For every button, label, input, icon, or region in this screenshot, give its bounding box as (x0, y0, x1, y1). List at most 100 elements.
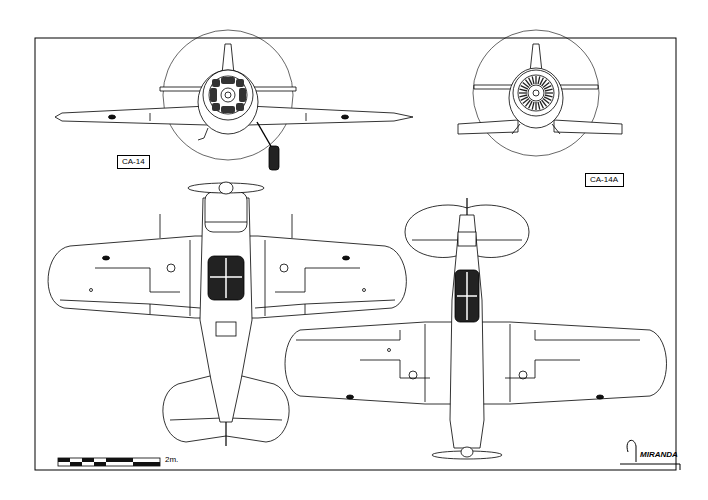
sheet-frame (35, 38, 676, 470)
plan-view-ca14-part (216, 322, 236, 336)
plan-view-ca14a-part (347, 395, 354, 399)
plan-view-ca14a-part (457, 272, 477, 320)
front-view-ca14a-part (533, 90, 539, 96)
variant-label: CA-14A (590, 175, 618, 185)
front-view-ca14a-part (458, 120, 518, 134)
front-view-ca14-part-part (236, 103, 244, 111)
scale-bar-part (58, 458, 160, 466)
plan-view-ca14a-part (461, 447, 473, 457)
plan-view-ca14a-part (458, 232, 476, 246)
front-view-ca14a-part-part (538, 76, 540, 84)
front-view-ca14a-part (509, 68, 563, 128)
front-view-ca14-part (342, 115, 349, 119)
front-view-ca14-part (109, 115, 116, 119)
front-view-ca14-part (221, 88, 235, 102)
plan-view-ca14a-part (296, 330, 400, 340)
front-view-ca14-part (269, 146, 279, 170)
front-view-ca14a-part (554, 120, 622, 134)
plan-view-ca14-part (265, 240, 266, 316)
plan-view-ca14-part (95, 268, 180, 292)
plan-view-ca14-part (280, 264, 288, 272)
plan-view-ca14a-part (425, 324, 426, 402)
plan-view-ca14-part (205, 192, 247, 232)
plan-view-ca14a-part (535, 330, 640, 340)
front-view-ca14a-part-part (544, 86, 551, 90)
plan-view-ca14-part (60, 300, 150, 314)
front-view-ca14-part (150, 113, 151, 121)
scale-bar-part-part (58, 458, 70, 462)
front-view-ca14-part-part (221, 106, 235, 113)
plan-view-ca14a (285, 198, 667, 459)
signature-text: MIRANDA (640, 450, 678, 459)
sheet-frame-part (35, 38, 676, 470)
scale-bar-part-part (94, 462, 106, 466)
plan-view-ca14a-part (505, 360, 580, 378)
plan-view-ca14-part (210, 258, 242, 298)
scale-bar-part (58, 458, 160, 466)
plan-view-ca14-part (363, 289, 366, 292)
front-view-ca14-part (257, 122, 272, 148)
front-view-ca14-part (198, 70, 258, 134)
front-view-ca14a-part-part (519, 89, 527, 91)
front-view-ca14a-part-part (521, 97, 528, 101)
scale-bar-part-part (106, 458, 133, 462)
front-view-ca14-part (225, 92, 231, 98)
plan-view-ca14-part (103, 256, 110, 260)
front-view-ca14a-part-part (535, 76, 536, 84)
front-view-ca14a-part-part (545, 95, 553, 97)
plan-view-ca14-part (90, 289, 93, 292)
plan-view-ca14a-part (597, 395, 604, 399)
front-view-ca14a-part (518, 75, 554, 111)
front-view-ca14a (458, 30, 622, 156)
front-view-ca14-part-part (212, 79, 220, 87)
front-view-ca14-part-part (239, 88, 246, 102)
front-view-ca14a-part-part (545, 92, 553, 93)
plan-view-ca14-part (205, 222, 247, 223)
variant-label-box: CA-14 (117, 155, 150, 169)
front-view-ca14-part-part (221, 77, 235, 84)
front-view-ca14a-part-part (519, 95, 527, 97)
front-view-ca14a-part (513, 70, 559, 116)
scale-bar-part-part (133, 462, 160, 466)
front-view-ca14a-part-part (532, 102, 534, 110)
plan-view-ca14-part (275, 268, 360, 292)
plan-view-ca14a-part (360, 360, 430, 378)
front-view-ca14-part-part (212, 103, 220, 111)
plan-view-ca14-part (160, 214, 161, 238)
plan-view-ca14-part (188, 183, 264, 193)
front-view-ca14a-part (528, 85, 544, 101)
front-view-ca14a-part-part (540, 101, 544, 108)
front-view-ca14a-part (473, 30, 599, 156)
plan-view-ca14-part (305, 300, 395, 314)
plan-view-ca14 (48, 182, 406, 446)
plan-view-ca14a-part (409, 371, 417, 379)
front-view-ca14a-part-part (535, 102, 536, 110)
plan-view-ca14-part (190, 240, 191, 316)
scale-label: 2m. (165, 455, 178, 464)
front-view-ca14a-part-part (532, 76, 534, 84)
plan-view-ca14-part (292, 214, 293, 238)
front-view-ca14 (55, 30, 413, 170)
plan-view-ca14a-part (450, 215, 484, 448)
scale-bar (58, 458, 160, 466)
plan-view-ca14a-part (510, 324, 511, 402)
plan-view-ca14-part (219, 182, 233, 194)
front-view-ca14-part (198, 128, 208, 140)
front-view-ca14-part (306, 113, 307, 121)
front-view-ca14-part (209, 76, 247, 114)
variant-label: CA-14 (122, 157, 145, 167)
front-view-ca14a-part-part (545, 89, 553, 91)
plan-view-ca14a-part (455, 270, 479, 322)
plan-view-ca14-part (343, 256, 350, 260)
signature-flourish (620, 440, 680, 470)
front-view-ca14-part (222, 44, 234, 74)
front-view-ca14-part-part (236, 79, 244, 87)
front-view-ca14a-part-part (529, 78, 533, 85)
plan-view-ca14a-part (519, 371, 527, 379)
front-view-ca14-part (203, 70, 253, 120)
plan-view-ca14-part (255, 304, 305, 308)
signature-flourish-part (620, 440, 680, 470)
plan-view-ca14-part (167, 264, 175, 272)
